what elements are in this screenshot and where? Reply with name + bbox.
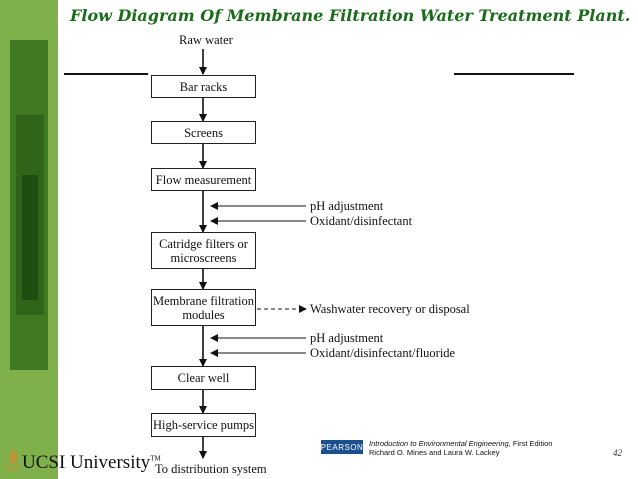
label-oxidant-2: Oxidant/disinfectant/fluoride	[310, 346, 456, 360]
page-number: 42	[613, 448, 622, 458]
university-label: UCSI University	[22, 452, 151, 473]
university-name: UCSI UniversityTM	[22, 452, 161, 474]
label-washwater: Washwater recovery or disposal	[310, 302, 470, 316]
label-ph-adjustment-2: pH adjustment	[310, 331, 384, 345]
label-oxidant-1: Oxidant/disinfectant	[310, 214, 413, 228]
box-label: Clear well	[177, 371, 230, 385]
box-bar-racks: Bar racks	[151, 75, 256, 98]
label-ph-adjustment-1: pH adjustment	[310, 199, 384, 213]
box-label: High-service pumps	[152, 418, 255, 432]
box-high-service-pumps: High-service pumps	[151, 413, 256, 437]
book-edition: First Edition	[510, 439, 553, 448]
box-cartridge-filters: Catridge filters or microscreens	[151, 232, 256, 269]
label-raw-water: Raw water	[179, 33, 233, 47]
box-label-line2: modules	[182, 307, 225, 322]
box-flow-measurement: Flow measurement	[151, 168, 256, 191]
book-authors: Richard O. Mines and Laura W. Lackey	[369, 448, 500, 457]
rule-right	[454, 73, 574, 75]
box-screens: Screens	[151, 121, 256, 144]
box-label: Screens	[184, 125, 223, 140]
box-label-line2: microscreens	[170, 250, 237, 265]
slide-title: Flow Diagram Of Membrane Filtration Wate…	[70, 6, 631, 25]
box-label-line1: Catridge filters or	[159, 236, 248, 251]
box-label: Flow measurement	[155, 172, 252, 187]
book-title: Introduction to Environmental Engineerin…	[369, 439, 511, 448]
box-label-line1: Membrane filtration	[152, 293, 254, 308]
rule-left	[64, 73, 148, 75]
ucsi-logo-icon	[5, 449, 21, 471]
trademark: TM	[150, 454, 161, 463]
pearson-logo: PEARSON	[321, 440, 363, 454]
box-clear-well: Clear well	[151, 366, 256, 390]
box-label: Bar racks	[179, 79, 228, 94]
decor-band-darkest	[22, 175, 38, 300]
book-citation: Introduction to Environmental Engineerin…	[369, 439, 552, 448]
label-distribution: To distribution system	[155, 462, 267, 476]
box-membrane-filtration: Membrane filtration modules	[151, 289, 256, 326]
